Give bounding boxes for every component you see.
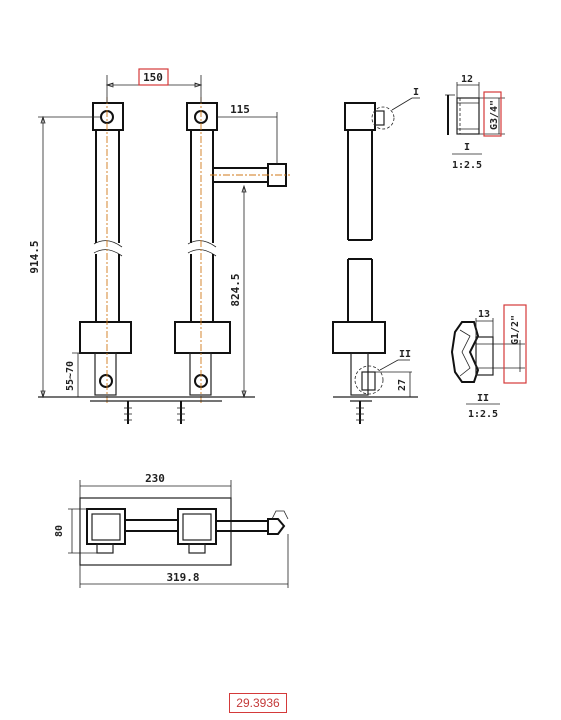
svg-text:319.8: 319.8	[166, 571, 199, 584]
svg-text:230: 230	[145, 472, 165, 485]
svg-text:13: 13	[478, 309, 490, 320]
svg-text:G1/2": G1/2"	[510, 315, 521, 345]
svg-text:1:2.5: 1:2.5	[468, 409, 498, 420]
dim-depth-27: 27	[375, 371, 412, 397]
left-riser	[79, 97, 132, 405]
svg-text:27: 27	[397, 379, 408, 391]
dim-body-range: 55~70	[65, 352, 95, 397]
right-riser	[174, 97, 290, 405]
detail-2: 13 G1/2" II 1:2.5	[450, 304, 527, 420]
dim-spacing-150: 150	[105, 68, 203, 103]
svg-text:I: I	[464, 142, 470, 153]
detail-callout-2: II	[379, 349, 411, 371]
svg-text:12: 12	[461, 74, 473, 85]
hoses	[124, 401, 185, 424]
side-view: I II 27	[332, 87, 420, 424]
svg-text:I: I	[413, 87, 419, 98]
dim-outlet-height: 824.5	[229, 184, 247, 399]
detail-1: 12 G3/4" I 1:2.5	[445, 74, 505, 171]
plan-view: 230 80 319.8	[54, 472, 289, 588]
svg-text:G3/4": G3/4"	[489, 100, 500, 130]
svg-text:1:2.5: 1:2.5	[452, 160, 482, 171]
svg-text:II: II	[477, 393, 489, 404]
front-view: 150 115 914.5 824.5 55~70	[28, 68, 290, 424]
svg-text:150: 150	[143, 71, 163, 84]
svg-text:II: II	[399, 349, 411, 360]
dim-outlet-offset-115: 115	[217, 103, 278, 164]
svg-text:115: 115	[230, 103, 250, 116]
detail-callout-1: I	[391, 87, 420, 111]
svg-text:55~70: 55~70	[65, 361, 76, 391]
svg-text:914.5: 914.5	[28, 240, 41, 273]
reference-label: 29.3936	[229, 693, 287, 713]
svg-text:824.5: 824.5	[229, 273, 242, 306]
dim-total-height: 914.5	[28, 115, 100, 399]
svg-text:80: 80	[54, 525, 65, 537]
